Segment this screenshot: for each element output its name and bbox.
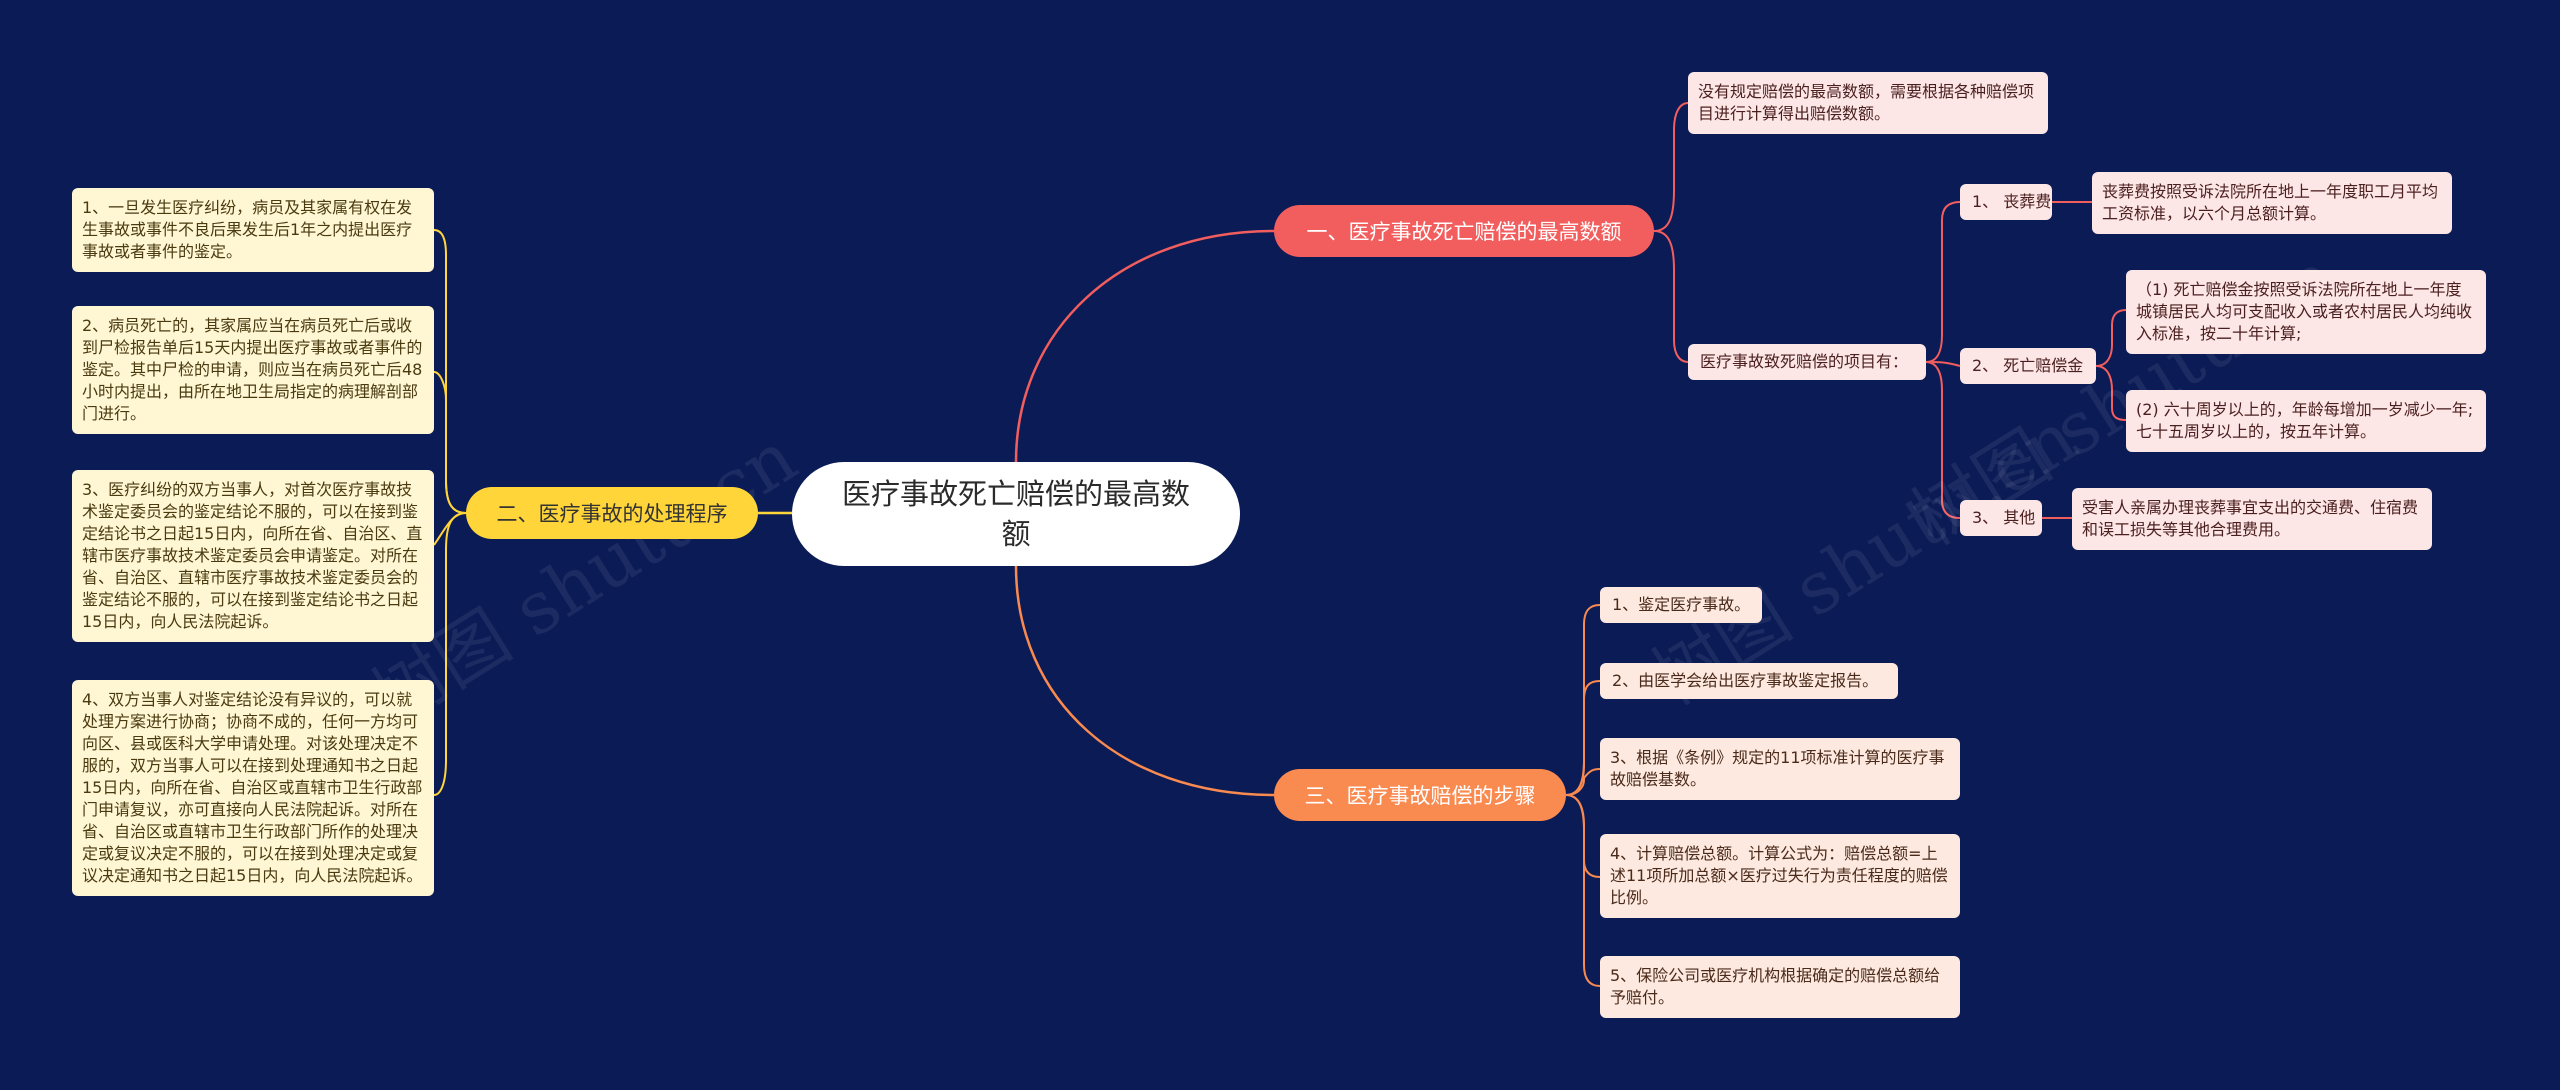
leaf-death-label[interactable]: 2、 死亡赔偿金 bbox=[1960, 348, 2096, 384]
leaf-text: 1、鉴定医疗事故。 bbox=[1612, 595, 1751, 614]
leaf-text: 1、 丧葬费 bbox=[1972, 192, 2052, 211]
leaf-text: 医疗事故致死赔偿的项目有： bbox=[1700, 352, 1909, 371]
leaf-text: 受害人亲属办理丧葬事宜支出的交通费、住宿费和误工损失等其他合理费用。 bbox=[2082, 498, 2419, 539]
leaf-step-4[interactable]: 4、计算赔偿总额。计算公式为：赔偿总额=上述11项所加总额×医疗过失行为责任程度… bbox=[1600, 834, 1960, 918]
branch-procedure[interactable]: 二、医疗事故的处理程序 bbox=[466, 487, 758, 539]
leaf-procedure-4[interactable]: 4、双方当事人对鉴定结论没有异议的，可以就处理方案进行协商；协商不成的，任何一方… bbox=[72, 680, 434, 896]
leaf-text: 4、计算赔偿总额。计算公式为：赔偿总额=上述11项所加总额×医疗过失行为责任程度… bbox=[1610, 844, 1948, 907]
leaf-text: （1) 死亡赔偿金按照受诉法院所在地上一年度城镇居民人均可支配收入或者农村居民人… bbox=[2136, 280, 2473, 343]
leaf-procedure-2[interactable]: 2、病员死亡的，其家属应当在病员死亡后或收到尸检报告单后15天内提出医疗事故或者… bbox=[72, 306, 434, 434]
leaf-text: 没有规定赔偿的最高数额，需要根据各种赔偿项目进行计算得出赔偿数额。 bbox=[1698, 82, 2035, 123]
root-title: 医疗事故死亡赔偿的最高数额 bbox=[841, 477, 1190, 551]
leaf-text: (2) 六十周岁以上的，年龄每增加一岁减少一年;七十五周岁以上的，按五年计算。 bbox=[2136, 400, 2474, 441]
leaf-text: 2、由医学会给出医疗事故鉴定报告。 bbox=[1612, 671, 1879, 690]
branch-max-compensation[interactable]: 一、医疗事故死亡赔偿的最高数额 bbox=[1274, 205, 1654, 257]
leaf-step-2[interactable]: 2、由医学会给出医疗事故鉴定报告。 bbox=[1600, 663, 1898, 699]
leaf-note[interactable]: 没有规定赔偿的最高数额，需要根据各种赔偿项目进行计算得出赔偿数额。 bbox=[1688, 72, 2048, 134]
leaf-step-5[interactable]: 5、保险公司或医疗机构根据确定的赔偿总额给予赔付。 bbox=[1600, 956, 1960, 1018]
leaf-other-detail[interactable]: 受害人亲属办理丧葬事宜支出的交通费、住宿费和误工损失等其他合理费用。 bbox=[2072, 488, 2432, 550]
leaf-funeral-detail[interactable]: 丧葬费按照受诉法院所在地上一年度职工月平均工资标准，以六个月总额计算。 bbox=[2092, 172, 2452, 234]
leaf-text: 丧葬费按照受诉法院所在地上一年度职工月平均工资标准，以六个月总额计算。 bbox=[2102, 182, 2439, 223]
leaf-text: 2、 死亡赔偿金 bbox=[1972, 356, 2084, 375]
leaf-step-3[interactable]: 3、根据《条例》规定的11项标准计算的医疗事故赔偿基数。 bbox=[1600, 738, 1960, 800]
leaf-step-1[interactable]: 1、鉴定医疗事故。 bbox=[1600, 587, 1762, 623]
leaf-text: 3、医疗纠纷的双方当事人，对首次医疗事故技术鉴定委员会的鉴定结论不服的，可以在接… bbox=[82, 480, 423, 631]
leaf-text: 4、双方当事人对鉴定结论没有异议的，可以就处理方案进行协商；协商不成的，任何一方… bbox=[82, 690, 423, 885]
branch-title: 一、医疗事故死亡赔偿的最高数额 bbox=[1306, 220, 1622, 244]
leaf-text: 5、保险公司或医疗机构根据确定的赔偿总额给予赔付。 bbox=[1610, 966, 1941, 1007]
leaf-funeral-label[interactable]: 1、 丧葬费 bbox=[1960, 184, 2052, 220]
branch-title: 二、医疗事故的处理程序 bbox=[496, 502, 728, 526]
leaf-text: 3、根据《条例》规定的11项标准计算的医疗事故赔偿基数。 bbox=[1610, 748, 1945, 789]
leaf-other-label[interactable]: 3、 其他 bbox=[1960, 500, 2042, 536]
leaf-text: 1、一旦发生医疗纠纷，病员及其家属有权在发生事故或事件不良后果发生后1年之内提出… bbox=[82, 198, 413, 261]
leaf-death-detail-1[interactable]: （1) 死亡赔偿金按照受诉法院所在地上一年度城镇居民人均可支配收入或者农村居民人… bbox=[2126, 270, 2486, 354]
leaf-text: 3、 其他 bbox=[1972, 508, 2036, 527]
leaf-items-label[interactable]: 医疗事故致死赔偿的项目有： bbox=[1688, 344, 1926, 380]
leaf-death-detail-2[interactable]: (2) 六十周岁以上的，年龄每增加一岁减少一年;七十五周岁以上的，按五年计算。 bbox=[2126, 390, 2486, 452]
branch-steps[interactable]: 三、医疗事故赔偿的步骤 bbox=[1274, 769, 1566, 821]
branch-title: 三、医疗事故赔偿的步骤 bbox=[1304, 784, 1536, 808]
leaf-procedure-1[interactable]: 1、一旦发生医疗纠纷，病员及其家属有权在发生事故或事件不良后果发生后1年之内提出… bbox=[72, 188, 434, 272]
leaf-text: 2、病员死亡的，其家属应当在病员死亡后或收到尸检报告单后15天内提出医疗事故或者… bbox=[82, 316, 423, 423]
root-topic[interactable]: 医疗事故死亡赔偿的最高数额 bbox=[792, 462, 1240, 566]
leaf-procedure-3[interactable]: 3、医疗纠纷的双方当事人，对首次医疗事故技术鉴定委员会的鉴定结论不服的，可以在接… bbox=[72, 470, 434, 642]
